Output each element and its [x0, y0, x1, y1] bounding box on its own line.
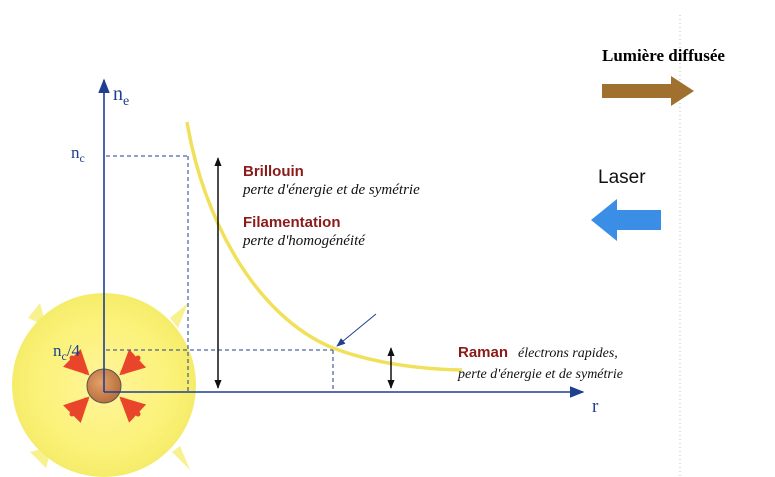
scattered-light-label: Lumière diffusée [602, 46, 725, 65]
left-arrow-icon [591, 199, 661, 241]
raman-description-line2: perte d'énergie et de symétrie [457, 367, 623, 382]
filamentation-title: Filamentation [243, 214, 341, 231]
filamentation-description: perte d'homogénéité [242, 233, 366, 249]
brillouin-title: Brillouin [243, 163, 304, 180]
brillouin-description: perte d'énergie et de symétrie [242, 182, 420, 198]
curve-pointer-arrow [336, 313, 377, 347]
nc4-tick-label: nc/4 [53, 341, 81, 363]
right-arrow-icon [602, 76, 694, 106]
x-axis-label: r [592, 396, 599, 417]
guide-lines [106, 155, 334, 392]
laser-label: Laser [598, 167, 646, 188]
nc-tick-label: nc [71, 143, 85, 165]
density-curve [185, 121, 463, 372]
raman-title: Raman [458, 344, 508, 361]
y-axis-label: ne [113, 83, 129, 109]
compression-arrows [63, 349, 147, 423]
raman-description-line1: électrons rapides, [518, 346, 618, 361]
